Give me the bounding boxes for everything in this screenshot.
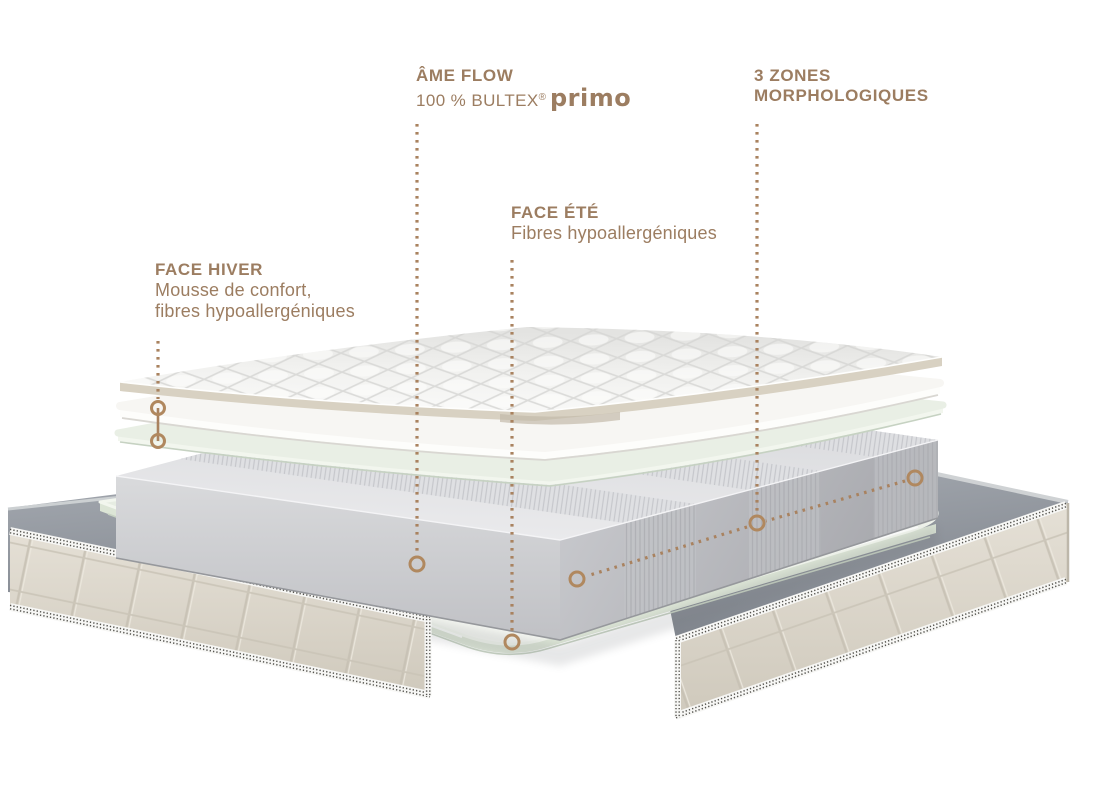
face-hiver-title: FACE HIVER	[155, 260, 264, 279]
label-face-ete: FACE ÉTÉ Fibres hypoallergéniques	[511, 203, 717, 244]
leader-lines	[156, 124, 906, 631]
quilted-cover	[119, 327, 943, 425]
label-3-zones: 3 ZONES MORPHOLOGIQUES	[754, 66, 929, 106]
label-ame-flow: ÂME FLOW 100 % BULTEX®primo	[416, 66, 631, 111]
zones-line1: 3 ZONES	[754, 66, 831, 85]
marker-dots	[150, 400, 924, 651]
face-ete-subtitle: Fibres hypoallergéniques	[511, 223, 717, 243]
face-hiver-subtitle-line2: fibres hypoallergéniques	[155, 301, 355, 321]
ame-flow-title: ÂME FLOW	[416, 66, 514, 85]
marker-face-ete	[503, 633, 521, 651]
marker-zone-3	[906, 469, 924, 487]
registered-mark: ®	[538, 92, 546, 103]
zones-line2: MORPHOLOGIQUES	[754, 86, 929, 105]
primo-logo: primo	[549, 84, 632, 112]
marker-ame-flow	[408, 555, 426, 573]
face-hiver-subtitle-line1: Mousse de confort,	[155, 280, 312, 300]
base-right-border-band	[674, 501, 1070, 720]
marker-zone-2	[748, 514, 766, 532]
ame-flow-subtitle: 100 % BULTEX®primo	[416, 84, 632, 112]
marker-comfort-foam	[150, 400, 166, 416]
leader-line-zones-diagonal	[589, 479, 906, 577]
bultex-text: 100 % BULTEX	[416, 91, 539, 110]
label-face-hiver: FACE HIVER Mousse de confort, fibres hyp…	[155, 260, 355, 322]
zone-stripes-side	[624, 440, 938, 620]
marker-fiber-layer	[150, 433, 166, 449]
face-ete-title: FACE ÉTÉ	[511, 203, 599, 222]
marker-zone-1	[568, 570, 586, 588]
